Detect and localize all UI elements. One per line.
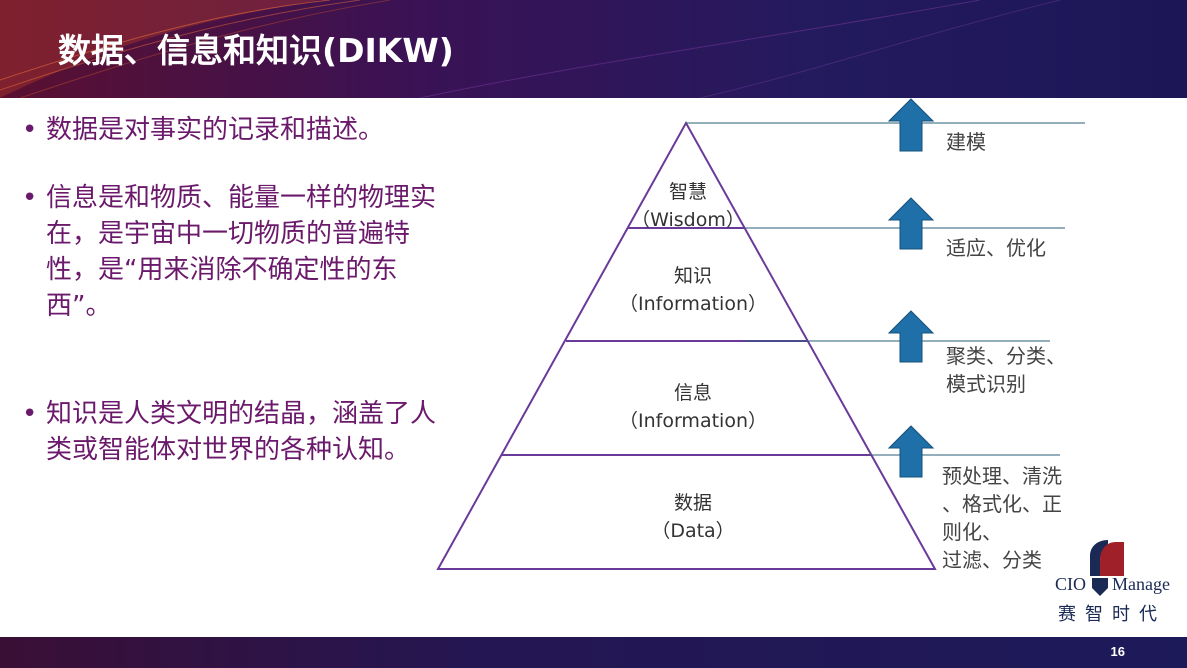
bullet-marker: • — [22, 399, 38, 429]
process-label-preprocessing: 预处理、清洗 、格式化、正 则化、 过滤、分类 — [942, 462, 1062, 574]
process-line: 预处理、清洗 — [942, 464, 1062, 488]
process-line: 、格式化、正 — [942, 492, 1062, 516]
page-number: 16 — [1110, 644, 1125, 659]
process-line: 建模 — [946, 130, 986, 154]
level-label-cn: 数据 — [673, 492, 712, 514]
level-label-en: （Data） — [651, 520, 735, 542]
header-banner: 数据、信息和知识(DIKW) — [0, 0, 1187, 98]
process-line: 适应、优化 — [946, 236, 1046, 260]
process-label-clustering: 聚类、分类、 模式识别 — [946, 342, 1066, 398]
level-label-en: （Information） — [619, 293, 767, 315]
up-arrow-icon — [887, 98, 935, 152]
process-label-optimization: 适应、优化 — [946, 234, 1046, 262]
pyramid-triangle — [436, 120, 937, 570]
process-line: 过滤、分类 — [942, 548, 1042, 572]
up-arrow-icon — [887, 310, 935, 363]
bullet-item: • 数据是对事实的记录和描述。 — [22, 112, 436, 148]
bullet-text: 信息是和物质、能量一样的物理实在，是宇宙中一切物质的普遍特性，是“用来消除不确定… — [46, 183, 437, 321]
bullet-marker: • — [22, 115, 38, 145]
up-arrow-icon — [887, 425, 935, 478]
page-title: 数据、信息和知识(DIKW) — [58, 31, 454, 70]
pyramid-level-knowledge: 知识 （Information） — [603, 262, 783, 318]
company-logo: CIO Manage 赛智时代 — [1050, 538, 1185, 628]
arrows — [887, 98, 935, 478]
bullet-text: 知识是人类文明的结晶，涵盖了人类或智能体对世界的各种认知。 — [46, 399, 437, 465]
bullet-marker: • — [22, 183, 38, 213]
level-label-cn: 知识 — [673, 265, 712, 287]
process-label-modeling: 建模 — [946, 128, 986, 156]
bullet-item: • 信息是和物质、能量一样的物理实在，是宇宙中一切物质的普遍特性，是“用来消除不… — [22, 180, 436, 324]
pyramid-level-data: 数据 （Data） — [603, 489, 783, 545]
process-line: 模式识别 — [946, 372, 1026, 396]
up-arrow-icon — [887, 197, 935, 250]
pyramid-level-wisdom: 智慧 （Wisdom） — [617, 178, 759, 234]
pyramid-level-information: 信息 （Information） — [603, 379, 783, 435]
logo-text-cn: 赛智时代 — [1058, 604, 1166, 625]
process-line: 则化、 — [942, 520, 1002, 544]
footer-bar: 16 — [0, 637, 1187, 668]
level-label-en: （Information） — [619, 410, 767, 432]
process-line: 聚类、分类、 — [946, 344, 1066, 368]
bullet-item: • 知识是人类文明的结晶，涵盖了人类或智能体对世界的各种认知。 — [22, 396, 436, 468]
bullet-text: 数据是对事实的记录和描述。 — [46, 115, 385, 145]
header-decoration — [0, 0, 1061, 98]
level-label-cn: 信息 — [673, 382, 712, 404]
logo-mark-icon — [1090, 540, 1124, 596]
level-label-cn: 智慧 — [668, 181, 707, 203]
logo-text-right: Manage — [1112, 574, 1170, 594]
logo-text-left: CIO — [1055, 574, 1086, 594]
level-label-en: （Wisdom） — [631, 209, 745, 231]
